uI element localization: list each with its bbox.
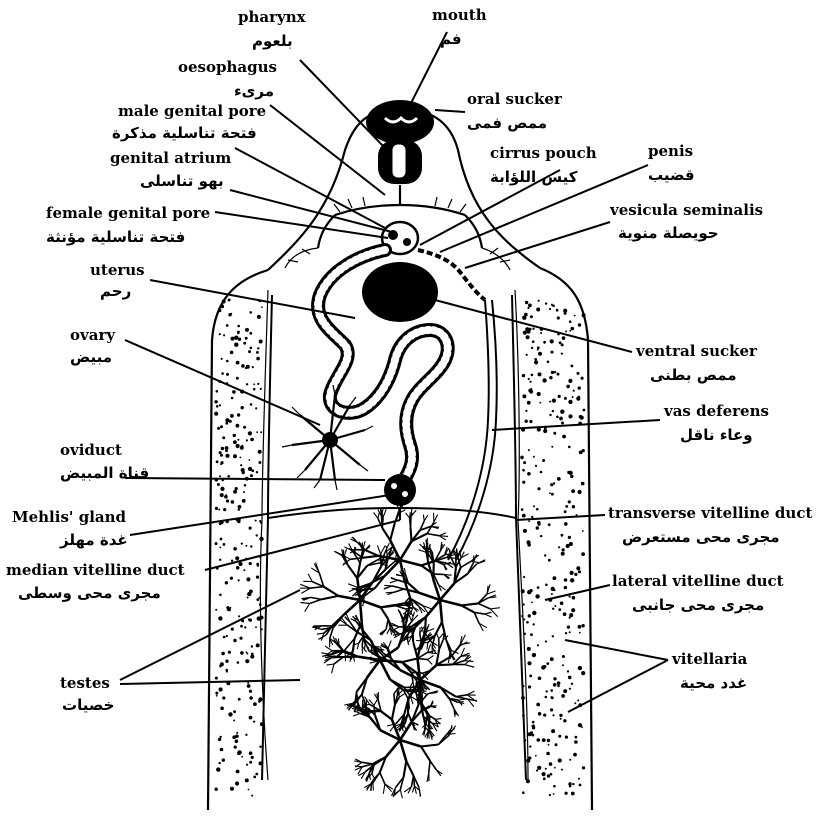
label-lateral-vitelline-duct: lateral vitelline duct <box>612 572 784 590</box>
label-genital-atrium: genital atrium <box>110 149 231 167</box>
label-penis-ar: قضيب <box>648 166 695 184</box>
label-genital-atrium-ar: بهو تناسلى <box>140 172 224 190</box>
label-female-genital-pore-ar: فتحة تناسلية مؤنثة <box>46 228 185 246</box>
label-oviduct-ar: قناة المبيض <box>60 464 149 482</box>
label-cirrus-pouch-ar: كيس اللؤابة <box>490 168 578 186</box>
label-transverse-vitelline-duct: transverse vitelline duct <box>608 504 812 522</box>
oral-sucker-shape <box>366 100 434 144</box>
label-pharynx: pharynx <box>238 8 307 26</box>
label-vas-deferens-ar: وعاء ناقل <box>680 426 753 444</box>
ventral-sucker-shape <box>362 262 438 322</box>
label-oesophagus-ar: مرىء <box>234 82 274 100</box>
label-lateral-vitelline-duct-ar: مجرى محى جانبى <box>632 596 764 614</box>
label-oesophagus: oesophagus <box>178 58 277 76</box>
label-oviduct: oviduct <box>60 441 122 459</box>
label-median-vitelline-duct: median vitelline duct <box>6 561 185 579</box>
label-oral-sucker: oral sucker <box>467 90 563 108</box>
label-mouth: mouth <box>432 6 487 24</box>
label-ovary: ovary <box>70 326 116 344</box>
label-uterus: uterus <box>90 261 145 279</box>
label-mehlis-gland-ar: غدة مهلز <box>59 531 128 549</box>
label-male-genital-pore-ar: فتحة تناسلية مذكرة <box>112 124 257 142</box>
label-uterus-ar: رحم <box>100 282 131 300</box>
label-vitellaria-ar: غدد محية <box>680 674 747 692</box>
label-testes: testes <box>60 674 110 692</box>
label-penis: penis <box>648 142 693 160</box>
label-ventral-sucker: ventral sucker <box>635 342 758 360</box>
label-ventral-sucker-ar: ممص بطنى <box>650 366 737 384</box>
label-ovary-ar: مبيض <box>70 348 112 366</box>
label-oral-sucker-ar: ممص فمى <box>467 114 547 132</box>
mehlis-gland-shape <box>384 474 416 506</box>
label-female-genital-pore: female genital pore <box>46 204 210 222</box>
label-pharynx-ar: بلعوم <box>252 32 293 50</box>
testes-shape <box>300 500 500 798</box>
label-vitellaria: vitellaria <box>671 650 748 668</box>
label-transverse-vitelline-duct-ar: مجرى محى مستعرض <box>622 528 780 546</box>
label-median-vitelline-duct-ar: مجرى محى وسطى <box>18 584 161 602</box>
label-male-genital-pore: male genital pore <box>118 102 266 120</box>
label-vesicula-seminalis: vesicula seminalis <box>609 201 763 219</box>
label-mouth-ar: فم <box>440 30 462 48</box>
label-mehlis-gland: Mehlis' gland <box>12 508 127 526</box>
label-vesicula-seminalis-ar: حويصلة منوية <box>618 224 719 242</box>
label-vas-deferens: vas deferens <box>663 402 769 420</box>
label-testes-ar: خصيات <box>62 696 114 714</box>
label-cirrus-pouch: cirrus pouch <box>490 144 597 162</box>
vas-deferens-shape <box>448 300 497 560</box>
